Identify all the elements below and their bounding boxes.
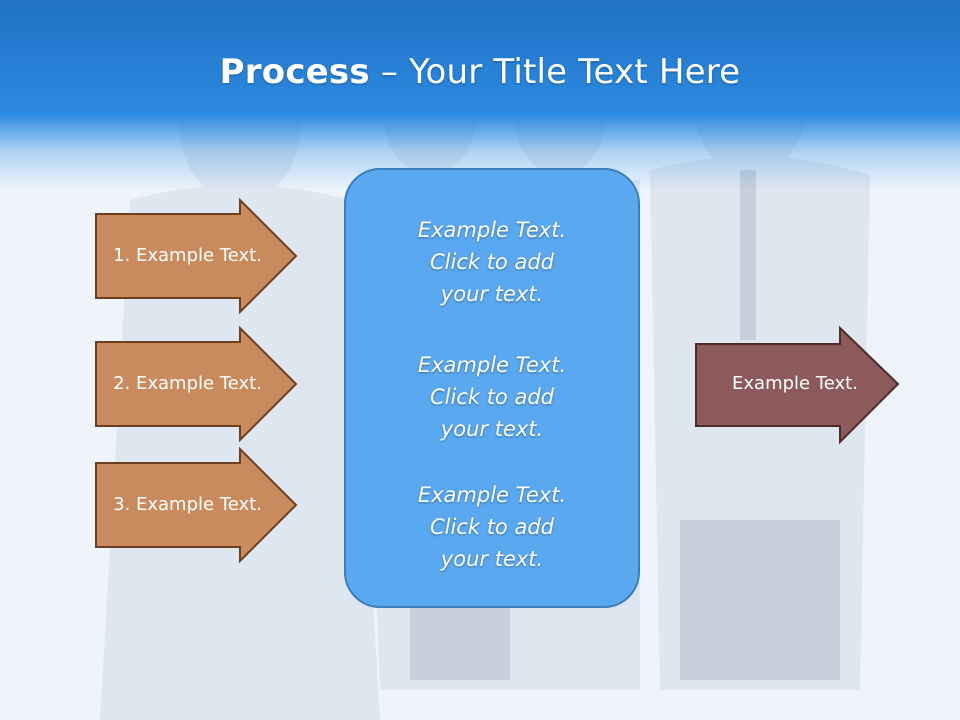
block-3-line-3: your text.	[440, 547, 544, 571]
center-text-block-3: Example Text. Click to add your text.	[346, 479, 638, 575]
right-arrow-label: Example Text.	[732, 373, 858, 394]
center-text-block-2: Example Text. Click to add your text.	[346, 349, 638, 445]
left-arrow-3[interactable]	[95, 446, 298, 564]
slide-title[interactable]: Process – Your Title Text Here	[0, 52, 960, 92]
title-dash: –	[369, 52, 410, 92]
block-1-line-2: Click to add	[429, 250, 554, 274]
left-arrow-1-label: 1. Example Text.	[113, 245, 262, 266]
block-1-line-1: Example Text.	[417, 218, 567, 242]
left-arrow-2-label: 2. Example Text.	[113, 373, 262, 394]
block-1-line-3: your text.	[440, 282, 544, 306]
left-arrow-3-label: 3. Example Text.	[113, 494, 262, 515]
center-text-box[interactable]: Example Text. Click to add your text. Ex…	[344, 168, 640, 608]
right-arrow[interactable]	[695, 325, 900, 445]
title-rest: Your Title Text Here	[409, 52, 741, 92]
block-2-line-3: your text.	[440, 417, 544, 441]
block-2-line-1: Example Text.	[417, 353, 567, 377]
left-arrow-1[interactable]	[95, 197, 298, 315]
block-3-line-1: Example Text.	[417, 483, 567, 507]
title-bold: Process	[219, 52, 370, 92]
block-2-line-2: Click to add	[429, 385, 554, 409]
block-3-line-2: Click to add	[429, 515, 554, 539]
center-text-block-1: Example Text. Click to add your text.	[346, 214, 638, 310]
title-banner	[0, 0, 960, 190]
left-arrow-2[interactable]	[95, 325, 298, 443]
